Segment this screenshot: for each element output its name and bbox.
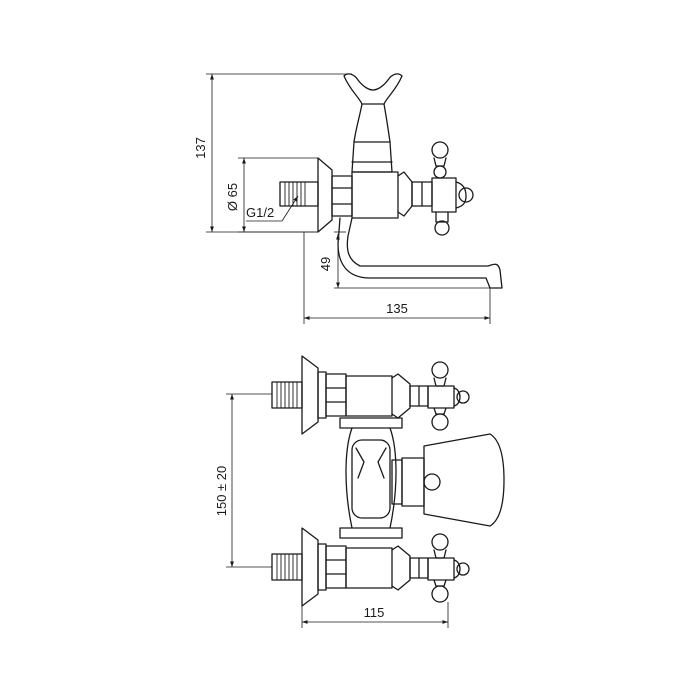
wall-flange	[317, 157, 333, 233]
thread-label: G1/2	[246, 195, 299, 222]
spout	[337, 217, 503, 289]
lower-connector	[271, 527, 429, 607]
dim-49: 49	[318, 231, 502, 289]
top-view: 150 ± 20 115	[214, 355, 505, 628]
valve-body	[351, 171, 433, 219]
label-projection: 135	[386, 301, 408, 316]
hex-nut	[331, 175, 353, 217]
dim-137: 137	[193, 73, 352, 233]
label-thread: G1/2	[246, 205, 274, 220]
cross-handle-side	[431, 141, 474, 236]
label-diameter: Ø 65	[225, 183, 240, 211]
shower-holder	[343, 73, 403, 173]
upper-cross-handle	[427, 361, 470, 431]
spout-top	[391, 433, 505, 527]
upper-connector	[271, 355, 429, 435]
lower-cross-handle	[427, 533, 470, 603]
side-view: 137 Ø 65 G1/2 49 135	[193, 73, 503, 324]
dim-center-distance: 150 ± 20	[214, 393, 272, 568]
threaded-connector	[279, 181, 319, 207]
dim-diameter: Ø 65	[225, 157, 318, 233]
label-center-distance: 150 ± 20	[214, 466, 229, 517]
dim-135: 135	[303, 232, 491, 324]
label-height-total: 137	[193, 137, 208, 159]
central-body	[339, 417, 403, 539]
label-width-bottom: 115	[364, 605, 385, 620]
dim-115: 115	[301, 602, 449, 628]
label-spout-height: 49	[318, 257, 333, 271]
